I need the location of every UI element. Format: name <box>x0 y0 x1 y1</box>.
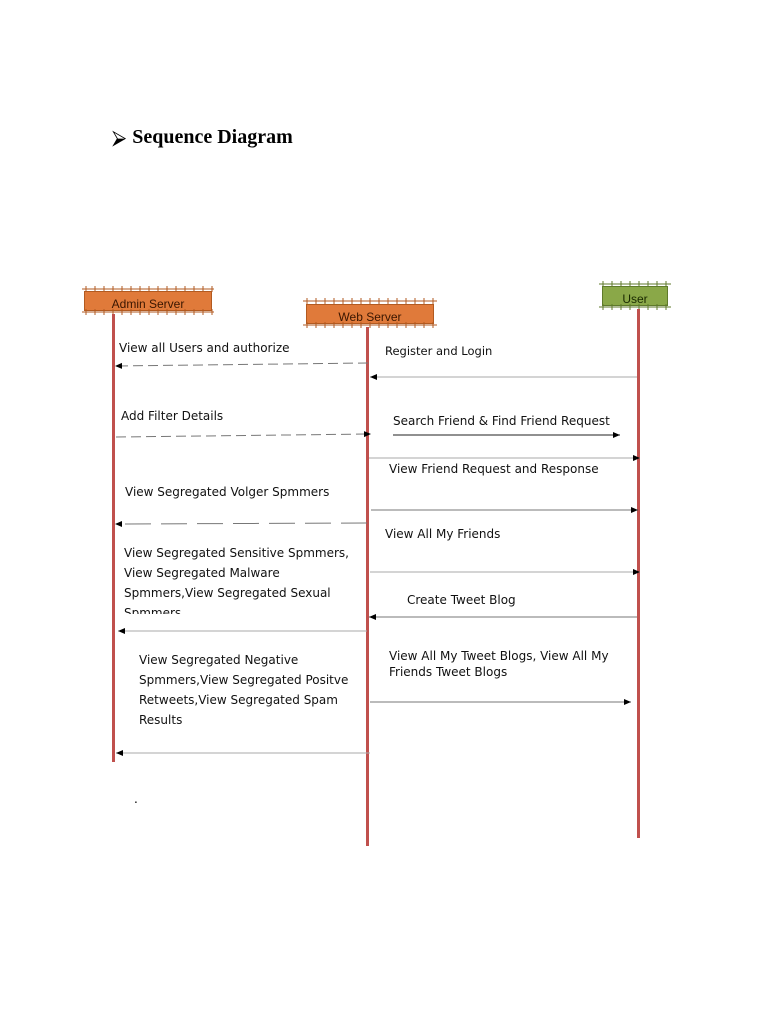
msg-negative-spammers: View Segregated Negative Spmmers,View Se… <box>139 650 348 730</box>
msg-negative-line-2: Spmmers,View Segregated Positve <box>139 673 349 687</box>
arrowhead-bullet-icon: ⮚ <box>112 125 127 149</box>
page-title: Sequence Diagram <box>132 126 293 148</box>
arrow-volger-spammers <box>114 520 368 527</box>
msg-negative-line-1: View Segregated Negative <box>139 653 299 667</box>
web-actor-bottom-ticks <box>303 322 437 328</box>
msg-friend-request: View Friend Request and Response <box>389 462 599 476</box>
diagram-heading: ⮚ Sequence Diagram <box>112 124 293 150</box>
msg-negative-line-3: Retweets,View Segregated Spam <box>139 693 338 707</box>
arrow-view-users <box>114 362 369 369</box>
footnote-dot: . <box>134 792 138 806</box>
actor-user: User <box>602 286 668 306</box>
msg-view-friends: View All My Friends <box>385 527 501 541</box>
msg-register-login: Register and Login <box>385 344 493 358</box>
msg-sensitive-line-3: Spmmers,View Segregated Sexual <box>124 586 331 600</box>
msg-sensitive-line-4: Spmmers <box>124 606 182 614</box>
actor-user-label: User <box>622 292 648 306</box>
web-actor-top-ticks <box>303 298 437 304</box>
actor-web-server: Web Server <box>306 304 434 324</box>
msg-sensitive-spammers: View Segregated Sensitive Spmmers, View … <box>124 543 354 614</box>
msg-volger-spammers: View Segregated Volger Spmmers <box>125 485 330 499</box>
msg-tweet-blogs: View All My Tweet Blogs, View All My Fri… <box>389 648 609 680</box>
msg-tweet-line-2: Friends Tweet Blogs <box>389 665 508 679</box>
lifeline-web-server <box>366 327 369 846</box>
msg-negative-line-4: Results <box>139 713 183 727</box>
msg-search-friend: Search Friend & Find Friend Request <box>393 414 610 428</box>
msg-tweet-line-1: View All My Tweet Blogs, View All My <box>389 649 609 663</box>
lifeline-admin-server <box>112 314 115 762</box>
actor-admin-server-label: Admin Server <box>111 297 185 311</box>
msg-view-users: View all Users and authorize <box>119 341 290 355</box>
arrow-add-filter <box>115 431 372 438</box>
actor-admin-server: Admin Server <box>84 291 212 311</box>
msg-add-filter: Add Filter Details <box>121 409 224 423</box>
msg-sensitive-line-2: View Segregated Malware <box>124 566 280 580</box>
msg-create-tweet: Create Tweet Blog <box>407 593 516 607</box>
actor-web-server-label: Web Server <box>338 310 402 324</box>
msg-sensitive-line-1: View Segregated Sensitive Spmmers, <box>124 546 349 560</box>
